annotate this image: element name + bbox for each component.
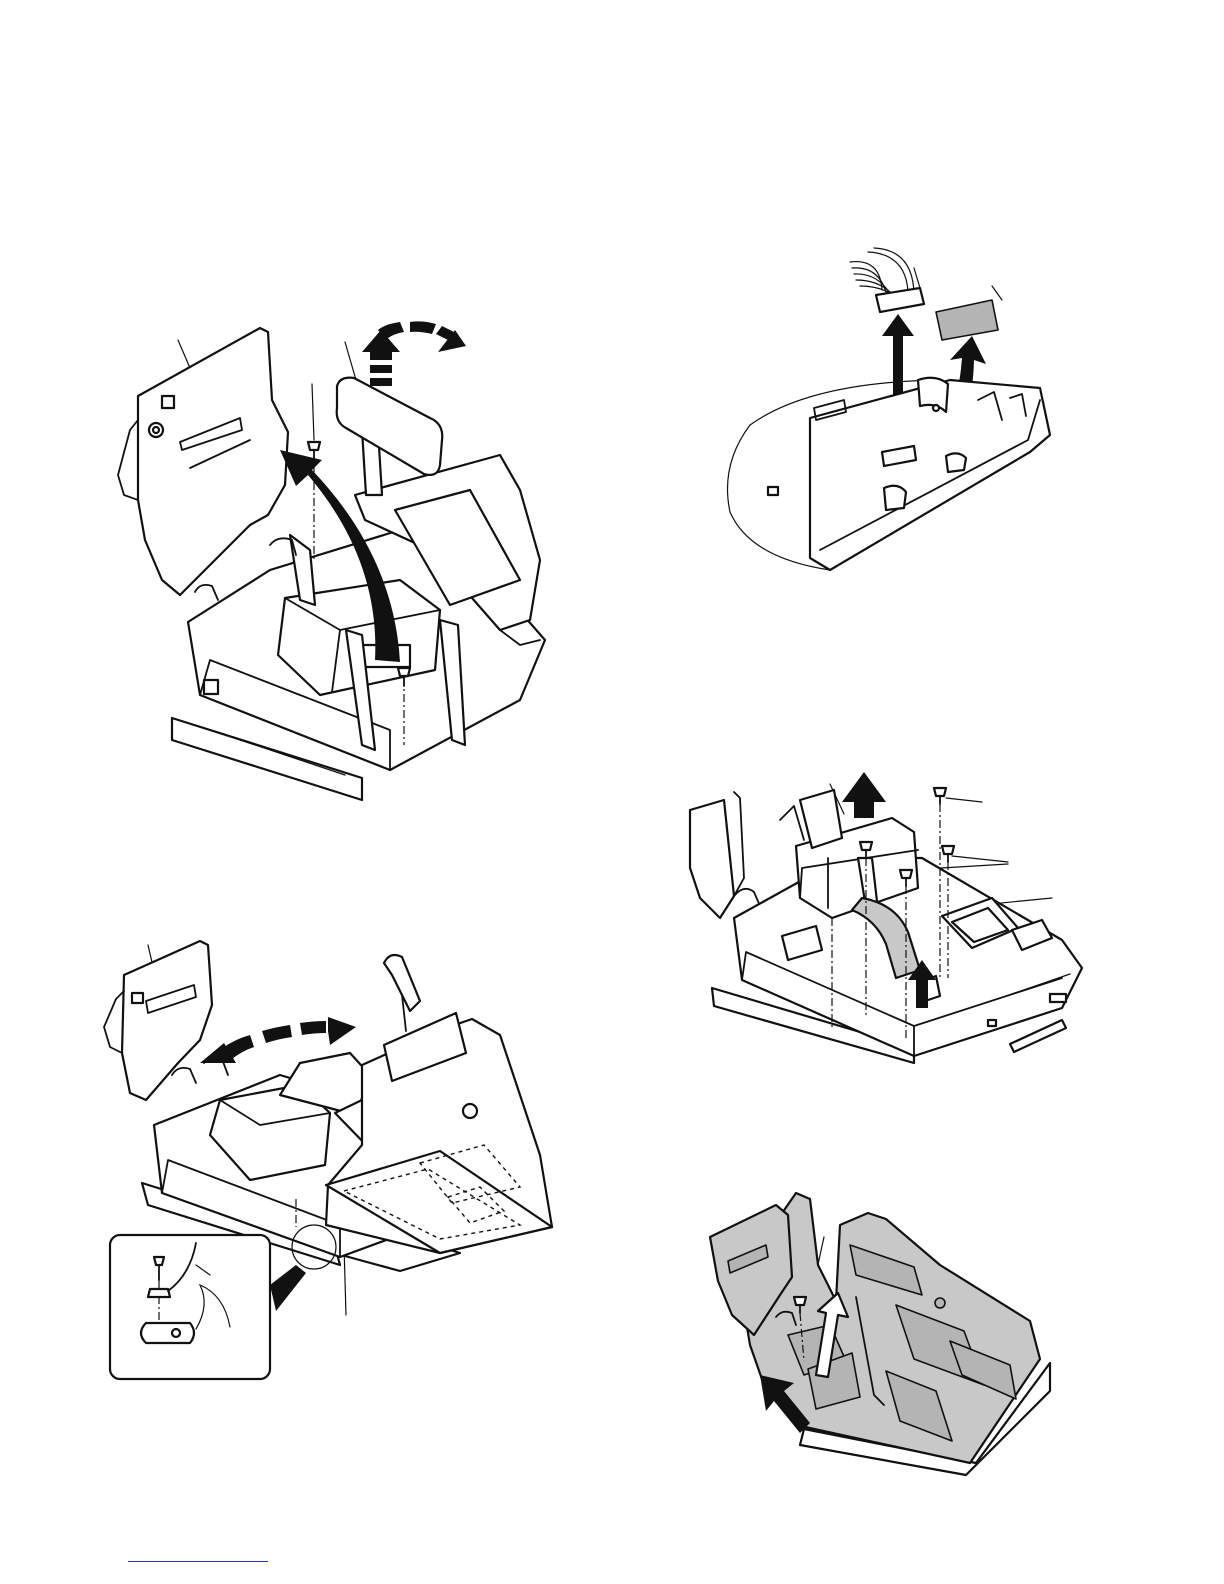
inset-pointer-icon [270,1265,306,1311]
leader-line [992,286,1002,300]
board-connector-long [1010,1020,1066,1052]
customer-display-head [337,378,443,475]
print-unit-arm-edge [780,806,804,840]
tray-hole [933,405,939,411]
mode-key-icon [935,1298,945,1308]
tray-clip [884,486,906,510]
screw-icon [934,788,946,804]
cover-back-curve [118,420,138,500]
cover-latch [132,993,143,1003]
terminal-hole [172,1329,180,1337]
cable-connector [876,288,924,312]
footer-rule [128,1561,268,1562]
flat-cable-end [936,300,998,340]
cover-latch [162,396,174,408]
figure-5-drawing [700,1185,1060,1485]
hook-left [734,889,760,906]
hook-left [172,1068,196,1083]
figure-2 [710,240,1060,580]
inset-frame [110,1235,270,1379]
lift-arrow-icon [842,772,886,818]
printer-cover [138,328,288,595]
leader-line [946,798,982,802]
cover-back-curve [104,991,124,1053]
figure-1 [100,300,560,810]
printer-cover [122,941,212,1100]
ground-washer [148,1289,170,1297]
tray-clip [946,453,966,472]
board-pin [988,1020,996,1026]
leader-line [312,384,314,440]
figure-3-drawing [100,935,580,1385]
screw-icon [942,846,954,862]
ground-terminal [141,1323,194,1343]
hook-left [195,585,218,600]
figure-4-drawing [682,758,1092,1068]
figure-1-drawing [100,300,560,810]
cabinet-tab [204,680,218,694]
tilt-arrow-icon [362,321,466,386]
figure-2-drawing [710,240,1060,580]
lock-icon [149,423,163,437]
figure-3 [100,935,580,1385]
leader-line [345,342,356,380]
board-connector [1050,994,1066,1002]
leader-line [914,268,920,288]
tray-pin [768,487,778,495]
figure-4 [682,758,1092,1068]
mode-key-icon [463,1104,477,1118]
leader-line [178,340,190,368]
printer-cover [690,800,734,918]
print-unit-arm [800,790,842,848]
ground-detail-inset [110,1235,306,1379]
cover-edge [734,792,744,896]
figure-5 [700,1185,1060,1485]
leader-line [952,856,1008,862]
